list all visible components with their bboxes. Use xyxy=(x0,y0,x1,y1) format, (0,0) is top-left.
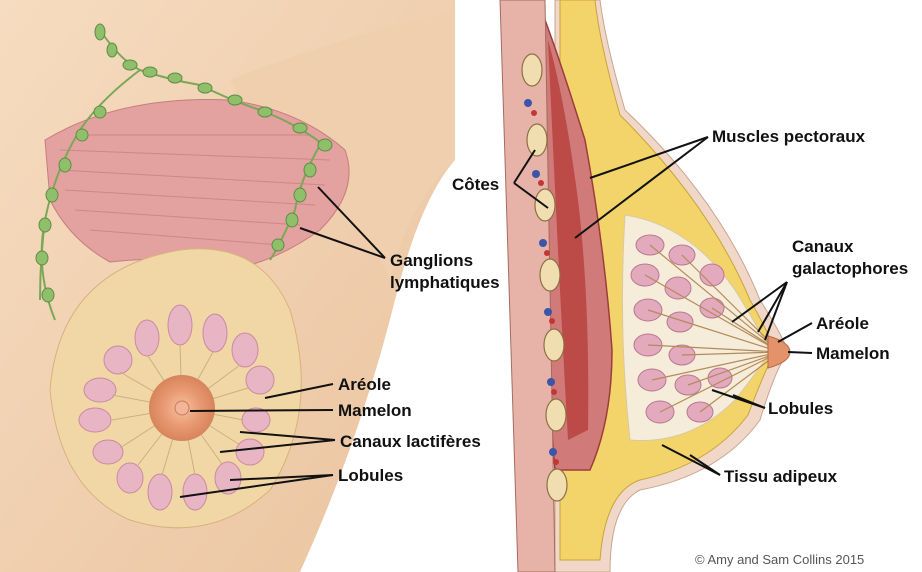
front-mamelon-label: Mamelon xyxy=(338,401,412,420)
ganglions-label-1: Ganglions xyxy=(390,251,473,270)
tissu-adipeux-label: Tissu adipeux xyxy=(724,467,838,486)
front-lobules-label: Lobules xyxy=(338,466,403,485)
side-mamelon-label: Mamelon xyxy=(816,344,890,363)
side-lobules-label: Lobules xyxy=(768,399,833,418)
canaux-lactiferes-label: Canaux lactifères xyxy=(340,432,481,451)
side-areole-label: Aréole xyxy=(816,314,869,333)
ganglions-label-2: lymphatiques xyxy=(390,273,500,292)
side-view: Muscles pectoraux Côtes Canaux galactoph… xyxy=(452,0,908,572)
canaux-label-1: Canaux xyxy=(792,237,854,256)
canaux-label-2: galactophores xyxy=(792,259,908,278)
muscles-pectoraux-label: Muscles pectoraux xyxy=(712,127,866,146)
nipple-front xyxy=(175,401,189,415)
front-view: Ganglions lymphatiques Aréole Mamelon Ca… xyxy=(0,0,500,572)
front-areole-label: Aréole xyxy=(338,375,391,394)
cotes-label: Côtes xyxy=(452,175,499,194)
copyright-credit: © Amy and Sam Collins 2015 xyxy=(695,552,864,567)
